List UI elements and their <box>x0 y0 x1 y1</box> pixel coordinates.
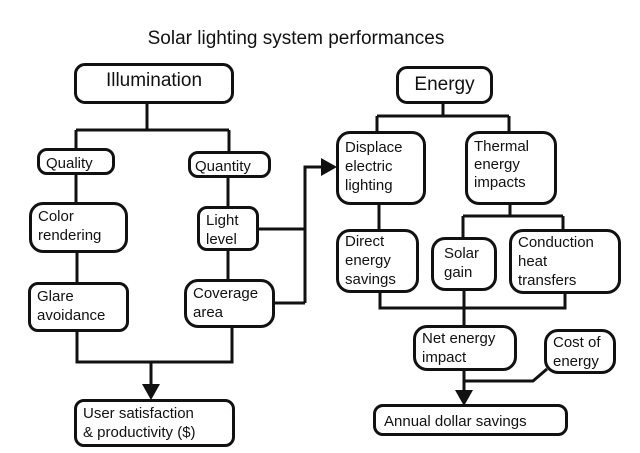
node-annual-dollar-savings: Annual dollar savings <box>373 404 568 436</box>
node-direct-line3: savings <box>345 271 396 288</box>
node-cost-of-energy: Cost of energy <box>544 329 616 374</box>
node-glare-avoidance: Glare avoidance <box>28 282 129 332</box>
node-net-energy-line2: impact <box>422 349 467 366</box>
node-thermal-energy-impacts: Thermal energy impacts <box>465 131 557 205</box>
node-conduction-heat-transfers: Conduction heat transfers <box>509 229 621 294</box>
edge-thermal-to-children <box>461 204 565 239</box>
node-solar-gain: Solar gain <box>431 237 497 291</box>
node-net-energy-line1: Net energy <box>422 330 496 347</box>
node-conduction-line3: transfers <box>518 272 577 289</box>
node-illumination-label: Illumination <box>105 70 203 91</box>
node-quantity: Quantity <box>188 151 271 178</box>
node-light-level-line1: Light <box>206 212 239 229</box>
edge-light-level-to-displace <box>258 165 324 305</box>
node-net-energy-impact: Net energy impact <box>413 325 517 371</box>
node-conduction-line2: heat <box>518 253 548 270</box>
edge-illumination-to-quality-quantity <box>74 103 231 153</box>
node-direct-line1: Direct <box>345 233 385 250</box>
node-displace-electric-lighting: Displace electric lighting <box>336 131 426 205</box>
arrowhead-user-satisfaction <box>142 384 160 400</box>
node-coverage-area-line1: Coverage <box>193 285 259 302</box>
node-thermal-line3: impacts <box>474 174 526 191</box>
node-color-rendering-line1: Color <box>38 208 74 225</box>
node-color-rendering: Color rendering <box>29 202 128 253</box>
node-annual-savings-label: Annual dollar savings <box>384 413 527 430</box>
node-quantity-label: Quantity <box>195 158 251 175</box>
node-displace-line2: electric <box>345 158 393 175</box>
node-thermal-line2: energy <box>474 156 520 173</box>
edge-left-merge <box>75 327 234 386</box>
node-quality-label: Quality <box>46 155 93 172</box>
node-user-satisfaction-line1: User satisfaction <box>83 405 194 422</box>
node-solar-gain-line2: gain <box>444 264 473 281</box>
node-direct-line2: energy <box>345 252 391 269</box>
diagram-title: Solar lighting system performances <box>147 28 445 49</box>
node-glare-avoidance-line1: Glare <box>37 288 74 305</box>
node-cost-line2: energy <box>553 353 599 370</box>
node-solar-gain-line1: Solar <box>444 245 480 262</box>
node-glare-avoidance-line2: avoidance <box>37 307 106 324</box>
node-coverage-area: Coverage area <box>184 279 275 328</box>
edge-cost-to-annual <box>464 367 548 383</box>
node-direct-energy-savings: Direct energy savings <box>336 229 419 293</box>
node-energy: Energy <box>396 66 493 104</box>
node-energy-label: Energy <box>414 74 475 95</box>
node-cost-line1: Cost of <box>553 334 601 351</box>
node-displace-line1: Displace <box>345 139 403 156</box>
node-light-level: Light level <box>197 206 259 251</box>
node-color-rendering-line2: rendering <box>38 227 102 244</box>
node-conduction-line1: Conduction <box>518 234 594 251</box>
node-user-satisfaction: User satisfaction & productivity ($) <box>74 399 235 447</box>
node-thermal-line1: Thermal <box>474 138 530 155</box>
node-light-level-line2: level <box>206 231 237 248</box>
node-quality: Quality <box>37 148 115 175</box>
edge-energy-to-children <box>375 103 511 133</box>
edge-energy-merge <box>378 290 567 327</box>
node-user-satisfaction-line2: & productivity ($) <box>83 424 196 441</box>
node-illumination: Illumination <box>74 63 234 104</box>
node-displace-line3: lighting <box>345 177 393 194</box>
arrowhead-annual-savings <box>455 390 473 406</box>
node-coverage-area-line2: area <box>193 304 224 321</box>
arrowhead-displace <box>321 158 337 176</box>
